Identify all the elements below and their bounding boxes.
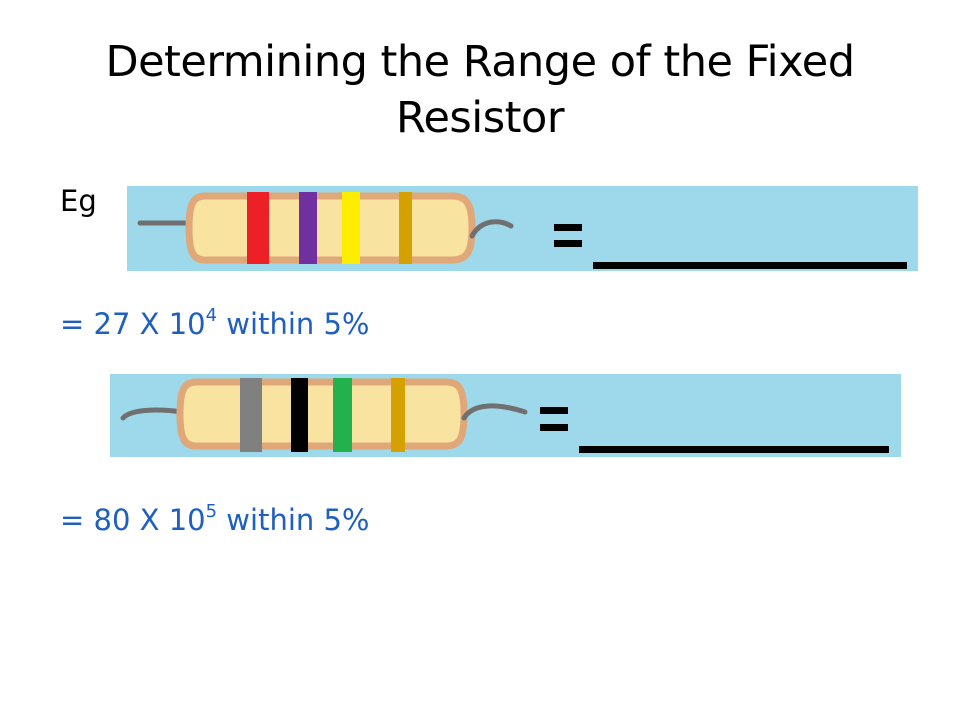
answer-line [579, 446, 889, 453]
right-lead [469, 219, 514, 239]
band-2 [299, 192, 317, 264]
equals-sign-top [540, 407, 568, 414]
resistor-panel-2 [110, 374, 901, 457]
band-1 [240, 378, 262, 452]
band-4 [399, 192, 412, 264]
band-4 [391, 378, 405, 452]
resistor-body [185, 192, 476, 264]
resistor-1-graphic [137, 192, 907, 269]
answer-line [593, 262, 907, 269]
equals-sign-bottom [540, 424, 568, 431]
result-2-prefix: = 80 X 10 [60, 503, 206, 537]
band-1 [247, 192, 269, 264]
slide-title: Determining the Range of the Fixed Resis… [105, 37, 855, 143]
result-2-exponent: 5 [205, 501, 218, 522]
band-3 [342, 192, 360, 264]
result-1-suffix: within 5% [217, 307, 370, 341]
result-1-prefix: = 27 X 10 [60, 307, 206, 341]
left-lead [120, 407, 185, 421]
resistor-body [176, 378, 468, 450]
equals-sign-bottom [554, 240, 582, 247]
band-3 [333, 378, 352, 452]
result-1: = 27 X 104 within 5% [60, 305, 370, 341]
result-2-suffix: within 5% [217, 503, 370, 537]
example-label: Eg [60, 184, 97, 218]
right-lead [461, 403, 528, 421]
result-1-exponent: 4 [205, 305, 218, 326]
resistor-2-graphic [120, 378, 889, 453]
equals-sign-top [554, 224, 582, 231]
result-2: = 80 X 105 within 5% [60, 501, 370, 537]
band-2 [291, 378, 308, 452]
resistor-panel-1 [127, 186, 918, 271]
